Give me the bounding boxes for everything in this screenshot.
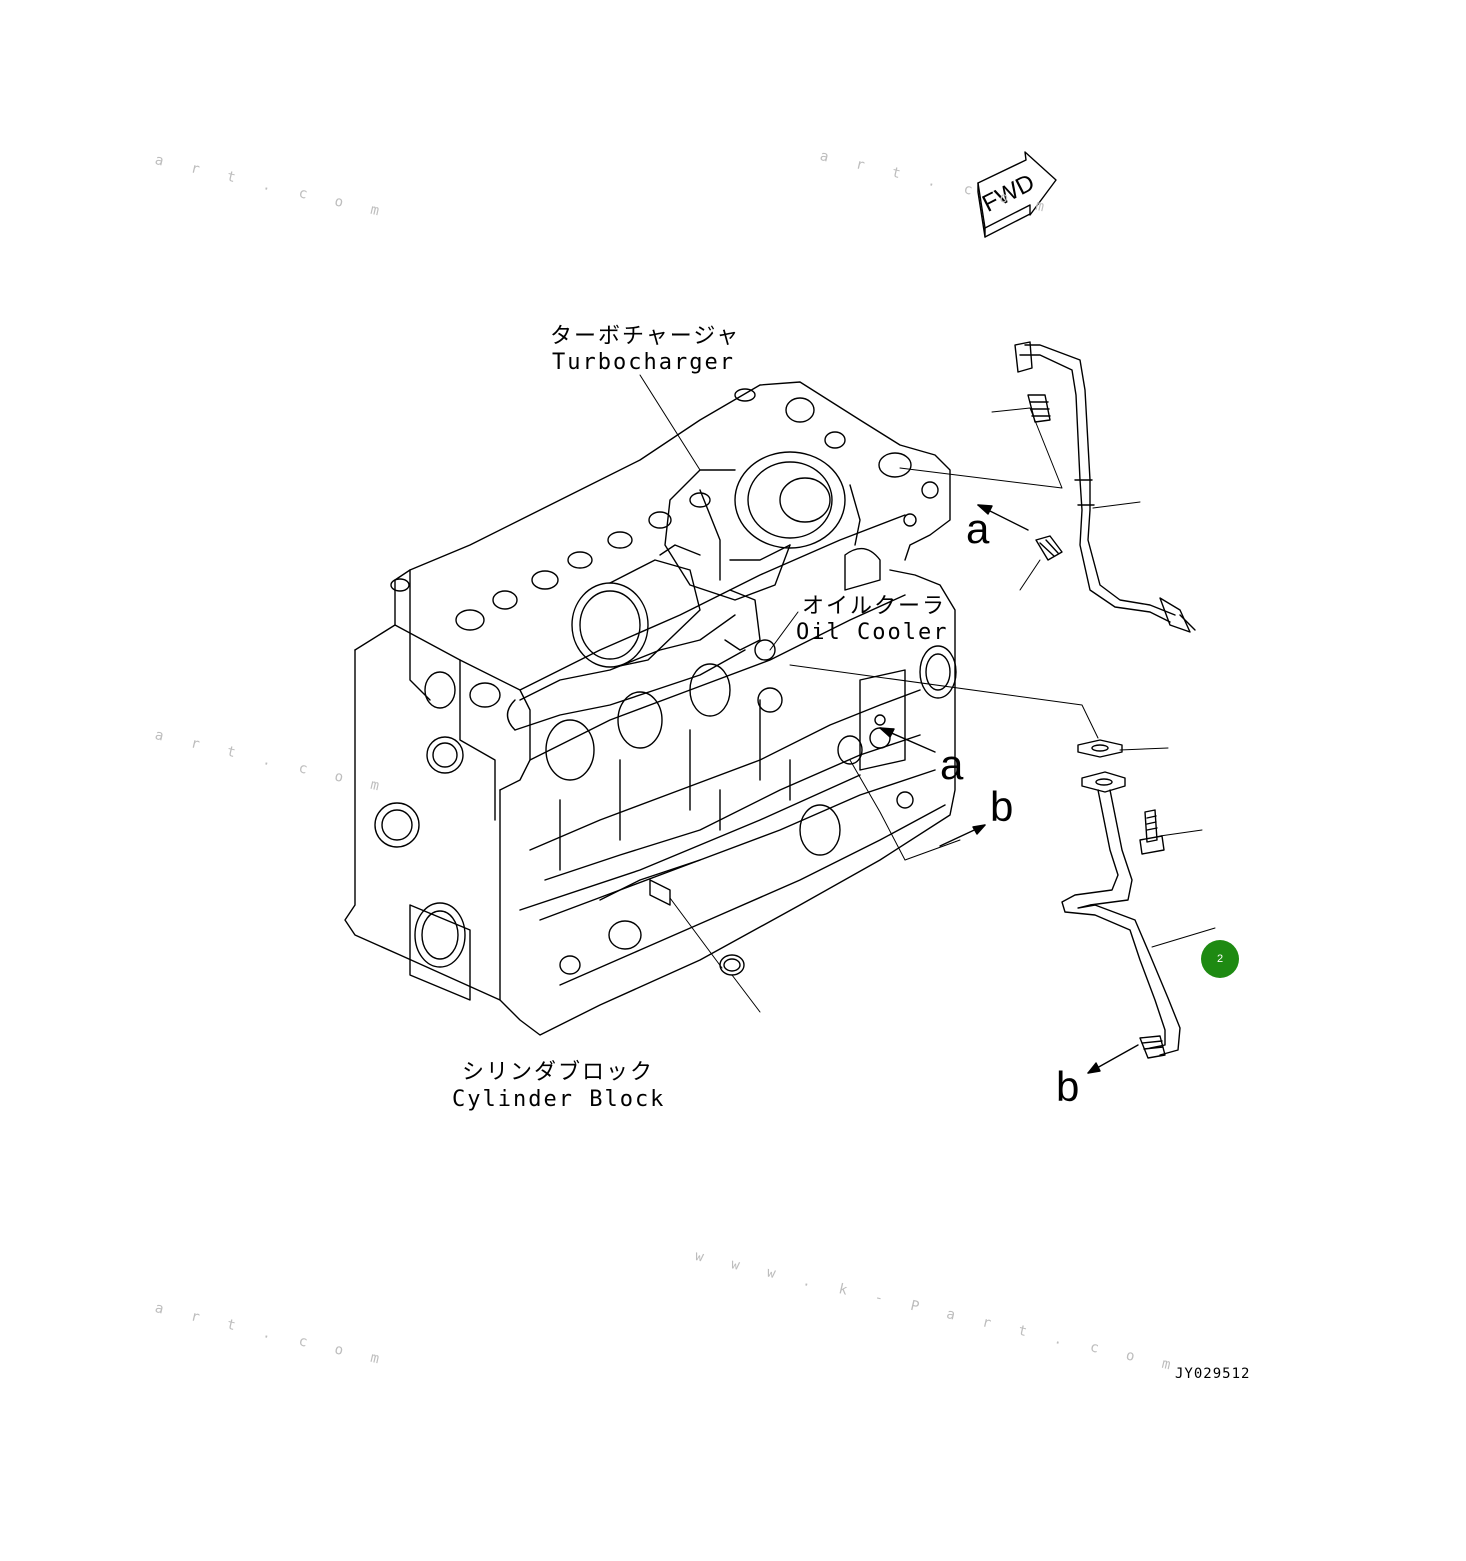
view-b-label-lower: b bbox=[1056, 1063, 1080, 1110]
view-a-label-lower: a bbox=[940, 741, 964, 788]
turbocharger-label-jp: ターボチャージャ bbox=[550, 324, 741, 349]
turbocharger-label-en: Turbocharger bbox=[552, 350, 735, 375]
bolt-drawing bbox=[1139, 809, 1165, 855]
part-callout-2[interactable]: 2 bbox=[1201, 940, 1239, 978]
view-a-label-upper: a bbox=[966, 505, 990, 552]
cylinder-block-label-jp: シリンダブロック bbox=[462, 1060, 655, 1085]
cylinder-block-label-en: Cylinder Block bbox=[452, 1087, 666, 1112]
o-ring-drawing bbox=[719, 954, 745, 976]
view-a-arrow-upper bbox=[977, 504, 1029, 531]
connector-fitting-upper bbox=[1027, 394, 1051, 423]
cylinder-block-drawing bbox=[344, 381, 957, 1036]
gasket-drawing bbox=[1077, 739, 1123, 758]
oil-supply-pipe-drawing bbox=[1014, 341, 1196, 633]
view-b-arrow-lower bbox=[1087, 1044, 1139, 1074]
drawing-code: JY029512 bbox=[1175, 1366, 1251, 1382]
view-b-label-upper: b bbox=[990, 783, 1014, 830]
oil-cooler-label-jp: オイルクーラ bbox=[802, 594, 947, 619]
turbocharger-drawing bbox=[506, 451, 881, 731]
oil-cooler-label-en: Oil Cooler bbox=[796, 620, 949, 645]
view-b-arrow-upper bbox=[939, 824, 986, 847]
oil-return-pipe-drawing bbox=[1061, 771, 1181, 1059]
view-a-arrow-lower bbox=[879, 727, 936, 753]
leader-lines bbox=[639, 374, 1216, 1013]
connector-fitting-lower bbox=[1035, 535, 1063, 561]
fwd-arrow-icon bbox=[977, 151, 1057, 238]
